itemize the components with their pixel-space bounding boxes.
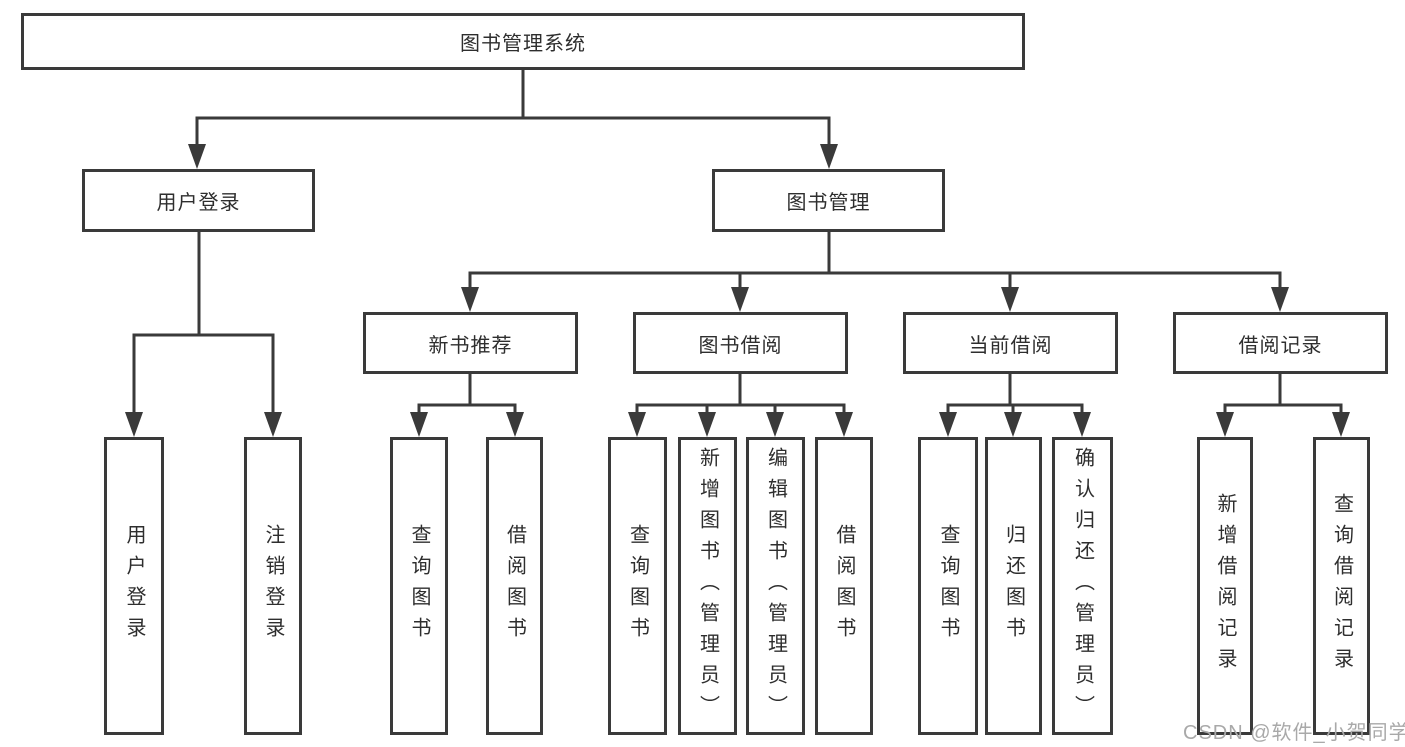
leaf-br-query-record: 查询借阅记录 xyxy=(1313,437,1370,735)
node-label: 查询图书 xyxy=(408,524,430,648)
arrowhead xyxy=(264,412,282,437)
leaf-user-login: 用户登录 xyxy=(104,437,164,735)
node-label: 新增借阅记录 xyxy=(1214,493,1236,679)
arrowhead xyxy=(731,287,749,312)
node-label: 归还图书 xyxy=(1002,524,1025,648)
arrowhead xyxy=(1073,412,1091,437)
connector-root-to-level2 xyxy=(188,70,838,169)
node-borrow-records: 借阅记录 xyxy=(1173,312,1388,374)
node-root: 图书管理系统 xyxy=(21,13,1025,70)
csdn-watermark: CSDN @软件_小贺同学 xyxy=(1183,722,1405,744)
node-label: 新增图书（管理员） xyxy=(696,446,719,726)
connector-user-login-to-leaves xyxy=(125,232,282,437)
arrowhead xyxy=(506,412,524,437)
arrowhead xyxy=(1271,287,1289,312)
node-label: 新书推荐 xyxy=(428,334,513,357)
connector-book-management-to-level3 xyxy=(461,232,1289,312)
arrowhead xyxy=(410,412,428,437)
leaf-bb-borrow-books: 借阅图书 xyxy=(815,437,873,735)
connector-current-borrowing-to-leaves xyxy=(939,374,1091,437)
leaf-bb-query-books: 查询图书 xyxy=(608,437,667,735)
leaf-cb-confirm-return: 确认归还（管理员） xyxy=(1052,437,1113,735)
leaf-bb-add-books: 新增图书（管理员） xyxy=(678,437,737,735)
leaf-br-add-record: 新增借阅记录 xyxy=(1197,437,1253,735)
arrowhead xyxy=(461,287,479,312)
node-label: 图书借阅 xyxy=(698,334,783,357)
arrowhead xyxy=(1216,412,1234,437)
connector-new-book-recommend-to-leaves xyxy=(410,374,524,437)
node-label: 确认归还（管理员） xyxy=(1071,446,1094,726)
arrowhead xyxy=(1004,412,1022,437)
node-label: 借阅图书 xyxy=(833,524,855,648)
arrowhead xyxy=(939,412,957,437)
arrowhead xyxy=(698,412,716,437)
leaf-nb-query-books: 查询图书 xyxy=(390,437,448,735)
leaf-bb-edit-books: 编辑图书（管理员） xyxy=(746,437,805,735)
node-label: 查询图书 xyxy=(937,524,959,648)
node-label: 编辑图书（管理员） xyxy=(764,446,787,726)
node-label: 查询图书 xyxy=(626,524,649,648)
arrowhead xyxy=(628,412,646,437)
leaf-logout: 注销登录 xyxy=(244,437,302,735)
arrowhead xyxy=(125,412,143,437)
node-label: 借阅记录 xyxy=(1238,334,1323,357)
node-book-management: 图书管理 xyxy=(712,169,945,232)
arrowhead xyxy=(820,144,838,169)
node-label: 当前借阅 xyxy=(968,334,1053,357)
arrowhead xyxy=(1001,287,1019,312)
node-label: 用户登录 xyxy=(156,192,241,214)
node-label: 图书管理系统 xyxy=(460,33,586,55)
node-user-login-branch: 用户登录 xyxy=(82,169,315,232)
arrowhead xyxy=(835,412,853,437)
arrowhead xyxy=(188,144,206,169)
leaf-nb-borrow-books: 借阅图书 xyxy=(486,437,543,735)
arrowhead xyxy=(1332,412,1350,437)
node-label: 查询借阅记录 xyxy=(1330,493,1353,679)
connector-book-borrowing-to-leaves xyxy=(628,374,853,437)
node-new-book-recommend: 新书推荐 xyxy=(363,312,578,374)
node-label: 借阅图书 xyxy=(503,524,526,648)
connector-borrow-records-to-leaves xyxy=(1216,374,1350,437)
arrowhead xyxy=(766,412,784,437)
leaf-cb-return-books: 归还图书 xyxy=(985,437,1042,735)
leaf-cb-query-books: 查询图书 xyxy=(918,437,978,735)
node-book-borrowing: 图书借阅 xyxy=(633,312,848,374)
node-current-borrowing: 当前借阅 xyxy=(903,312,1118,374)
node-label: 图书管理 xyxy=(786,192,871,214)
node-label: 用户登录 xyxy=(123,524,145,648)
node-label: 注销登录 xyxy=(262,524,284,648)
